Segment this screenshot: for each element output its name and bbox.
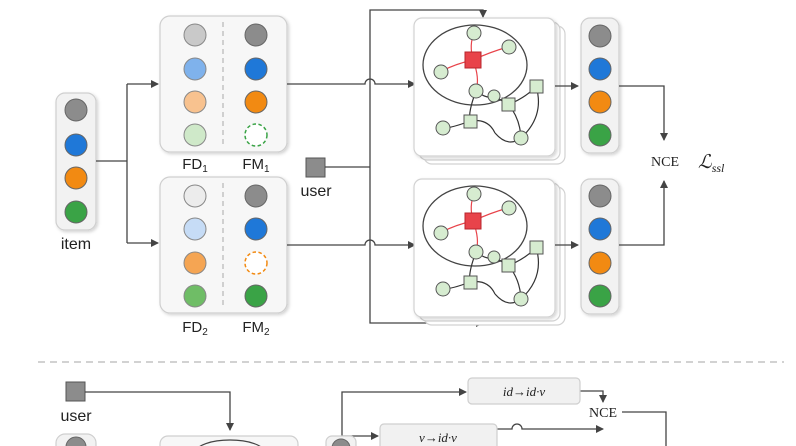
fm1-label: FM1 [242, 156, 270, 175]
user-label-bottom: user [60, 408, 92, 425]
item-node-blue [64, 133, 88, 157]
fd1-node-3 [183, 90, 207, 114]
graph-stack-top [413, 17, 566, 165]
nce-label-bottom: NCE [589, 406, 617, 421]
ssl-loss-label: ℒssl [698, 152, 725, 175]
fm2-node-masked [244, 251, 268, 275]
fd1-node-2 [183, 57, 207, 81]
fd2-node-3 [183, 251, 207, 275]
fm2-label: FM2 [242, 319, 270, 338]
graph-stack-bottom [413, 178, 566, 326]
fd2-label: FD2 [182, 319, 208, 338]
fm1-node-2 [244, 57, 268, 81]
fm2-node-2 [244, 217, 268, 241]
graph-to-output-arrows [555, 82, 579, 249]
fm1-node-masked [244, 123, 268, 147]
graph-top-center-node [464, 51, 482, 69]
bottom-item-embedding-partial [55, 433, 97, 446]
fd1-node-1 [183, 23, 207, 47]
map-label-id-to-idv: id→id·v [503, 384, 545, 399]
box-to-graph-arrows [287, 9, 487, 327]
user-label-top: user [300, 183, 332, 200]
fd1-label: FD1 [182, 156, 208, 175]
fd1-fm1-box [159, 15, 288, 153]
item-node-gray [64, 98, 88, 122]
fd2-fm2-box [159, 176, 288, 314]
fd2-node-4 [183, 284, 207, 308]
graph-top [422, 24, 544, 146]
output-embedding-bottom [580, 178, 620, 315]
item-branch-arrows [96, 80, 159, 247]
map-box-id-to-idv: id→id·v [467, 377, 581, 405]
item-node-orange [64, 166, 88, 190]
map-label-v-to-idv: v→id·v [419, 430, 457, 445]
user-node-bottom [65, 381, 86, 402]
user-node-top [305, 157, 326, 178]
fd1-node-4 [183, 123, 207, 147]
fm2-node-1 [244, 184, 268, 208]
fm1-node-1 [244, 23, 268, 47]
fm2-node-4 [244, 284, 268, 308]
fd2-node-2 [183, 217, 207, 241]
item-node-green [64, 200, 88, 224]
output-to-nce-arrows [619, 85, 668, 246]
bottom-graph-box-partial [159, 435, 299, 446]
output-embedding-top [580, 17, 620, 154]
item-embedding [55, 92, 97, 231]
bottom-gray-node-partial [331, 438, 351, 446]
graph-bottom [422, 185, 544, 307]
fm1-node-3 [244, 90, 268, 114]
graph-bottom-center-node [464, 212, 482, 230]
map-box-v-to-idv: v→id·v [379, 423, 498, 446]
nce-label-top: NCE [651, 155, 679, 170]
item-label: item [61, 236, 91, 253]
fd2-node-1 [183, 184, 207, 208]
